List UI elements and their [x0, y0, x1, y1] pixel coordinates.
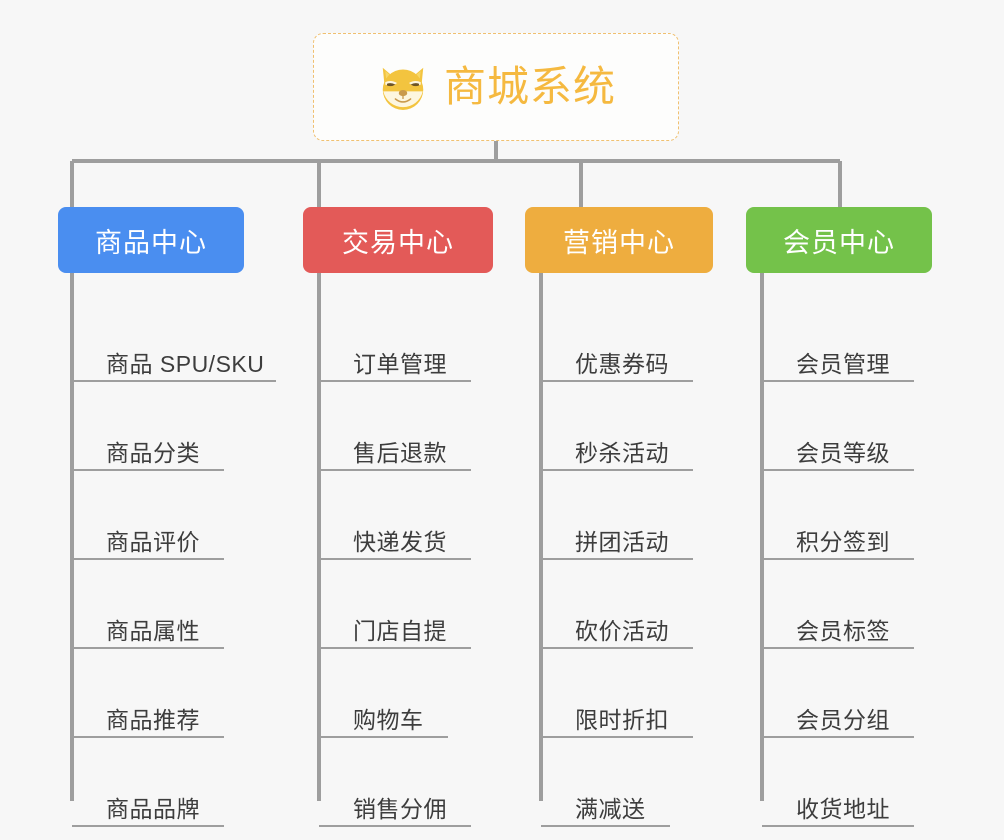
leaf-item[interactable]: 订单管理 — [319, 337, 471, 382]
leaf-label: 会员管理 — [796, 350, 890, 377]
leaf-item[interactable]: 快递发货 — [319, 515, 471, 560]
category-header-3[interactable]: 会员中心 — [746, 207, 932, 273]
leaf-item[interactable]: 会员分组 — [762, 693, 914, 738]
category-label: 会员中心 — [783, 227, 895, 258]
category-header-0[interactable]: 商品中心 — [58, 207, 244, 273]
leaf-item[interactable]: 购物车 — [319, 693, 448, 738]
category-header-1[interactable]: 交易中心 — [303, 207, 493, 273]
leaf-item[interactable]: 收货地址 — [762, 782, 914, 827]
leaf-item[interactable]: 销售分佣 — [319, 782, 471, 827]
leaf-label: 商品 SPU/SKU — [106, 350, 265, 377]
leaf-label: 收货地址 — [796, 795, 890, 822]
leaf-label: 售后退款 — [353, 439, 447, 466]
root-title: 商城系统 — [443, 63, 616, 110]
category-label: 交易中心 — [342, 227, 454, 258]
leaf-label: 商品推荐 — [106, 706, 200, 733]
leaf-item[interactable]: 秒杀活动 — [541, 426, 693, 471]
leaf-item[interactable]: 积分签到 — [762, 515, 914, 560]
category-column-营销中心: 营销中心 优惠券码 秒杀活动 拼团活动 砍价活动 限时折扣 满减送 — [525, 207, 713, 827]
category-header-2[interactable]: 营销中心 — [525, 207, 713, 273]
leaf-label: 商品评价 — [106, 528, 200, 555]
leaf-label: 门店自提 — [353, 617, 447, 644]
leaf-label: 商品分类 — [106, 439, 200, 466]
leaf-item[interactable]: 商品属性 — [72, 604, 224, 649]
leaf-label: 积分签到 — [796, 528, 890, 555]
leaf-label: 商品属性 — [106, 617, 200, 644]
leaf-label: 秒杀活动 — [575, 439, 669, 466]
leaf-label: 购物车 — [353, 706, 424, 733]
leaf-label: 销售分佣 — [353, 795, 447, 822]
leaf-label: 砍价活动 — [575, 617, 669, 644]
leaf-item[interactable]: 商品评价 — [72, 515, 224, 560]
leaf-label: 拼团活动 — [575, 528, 669, 555]
category-column-会员中心: 会员中心 会员管理 会员等级 积分签到 会员标签 会员分组 收货地址 — [746, 207, 932, 827]
dog-face-icon — [382, 67, 424, 110]
leaf-item[interactable]: 商品分类 — [72, 426, 224, 471]
leaf-label: 会员标签 — [796, 617, 890, 644]
leaf-item[interactable]: 优惠券码 — [541, 337, 693, 382]
root-node[interactable]: 商城系统 — [313, 33, 679, 141]
category-column-商品中心: 商品中心 商品 SPU/SKU 商品分类 商品评价 商品属性 商品推荐 商品品牌 — [58, 207, 276, 827]
leaf-label: 快递发货 — [353, 528, 447, 555]
leaf-label: 订单管理 — [353, 350, 447, 377]
leaf-item[interactable]: 会员标签 — [762, 604, 914, 649]
leaf-label: 优惠券码 — [575, 350, 669, 377]
leaf-label: 商品品牌 — [106, 795, 200, 822]
leaf-label: 会员分组 — [796, 706, 890, 733]
leaf-label: 限时折扣 — [575, 706, 669, 733]
leaf-item[interactable]: 砍价活动 — [541, 604, 693, 649]
leaf-item[interactable]: 满减送 — [541, 782, 670, 827]
category-column-交易中心: 交易中心 订单管理 售后退款 快递发货 门店自提 购物车 销售分佣 — [303, 207, 493, 827]
leaf-item[interactable]: 限时折扣 — [541, 693, 693, 738]
category-label: 营销中心 — [563, 227, 675, 258]
leaf-label: 会员等级 — [796, 439, 890, 466]
leaf-item[interactable]: 商品 SPU/SKU — [72, 337, 276, 382]
leaf-item[interactable]: 售后退款 — [319, 426, 471, 471]
leaf-item[interactable]: 商品品牌 — [72, 782, 224, 827]
category-label: 商品中心 — [95, 227, 207, 258]
leaf-label: 满减送 — [575, 795, 646, 822]
leaf-item[interactable]: 拼团活动 — [541, 515, 693, 560]
leaf-item[interactable]: 会员等级 — [762, 426, 914, 471]
leaf-item[interactable]: 会员管理 — [762, 337, 914, 382]
leaf-item[interactable]: 商品推荐 — [72, 693, 224, 738]
leaf-item[interactable]: 门店自提 — [319, 604, 471, 649]
